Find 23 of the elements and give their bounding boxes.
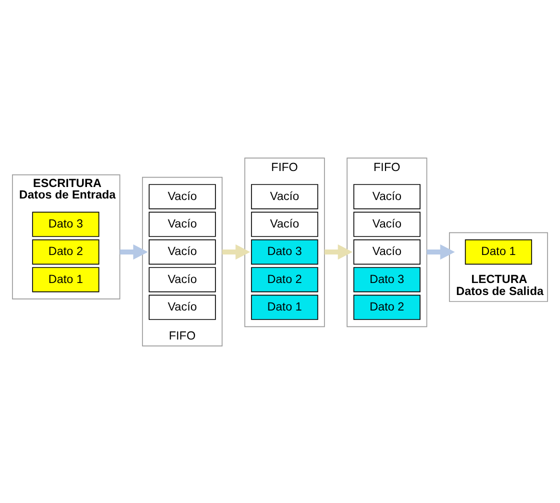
- node-box: Vacío: [353, 184, 420, 209]
- node-box: Vacío: [148, 238, 216, 264]
- node-box: Vacío: [148, 266, 216, 292]
- node-box: Dato 1: [32, 266, 100, 292]
- node-box: Vacío: [353, 238, 420, 264]
- node-box: Vacío: [148, 211, 216, 236]
- arrow: [222, 244, 250, 260]
- node-box: Dato 1: [464, 238, 532, 264]
- arrow: [426, 244, 455, 260]
- node-box: Vacío: [148, 294, 216, 320]
- node-box: Vacío: [353, 211, 420, 236]
- node-box: Dato 1: [251, 294, 318, 320]
- node-box: Vacío: [251, 211, 318, 236]
- node-box: Dato 2: [32, 238, 100, 264]
- node-box: Dato 3: [32, 211, 100, 236]
- arrow: [324, 244, 352, 260]
- node-box: Dato 3: [251, 238, 318, 264]
- node-box: Dato 2: [251, 266, 318, 292]
- arrow: [120, 244, 148, 260]
- node-box: Dato 2: [353, 294, 420, 320]
- node-box: Vacío: [148, 184, 216, 209]
- node-box: Vacío: [251, 184, 318, 209]
- node-box: Dato 3: [353, 266, 420, 292]
